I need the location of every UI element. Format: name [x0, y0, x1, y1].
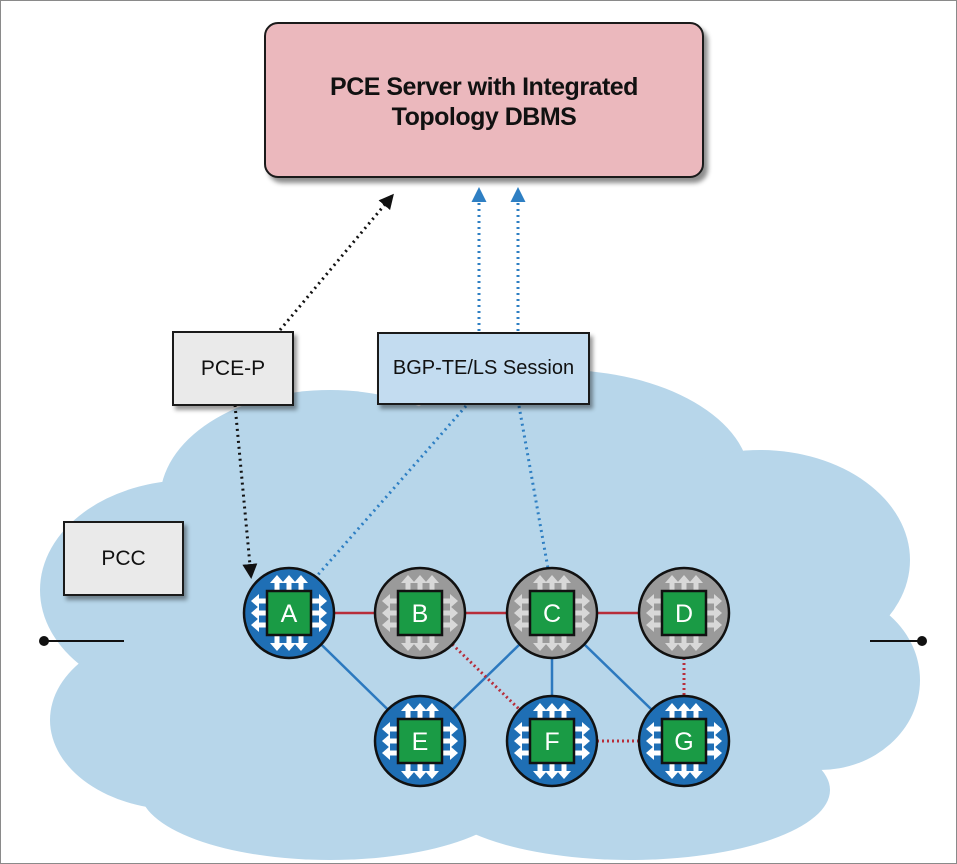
pcc-box: PCC — [63, 521, 184, 596]
router-d: D — [637, 566, 731, 660]
router-a-label: A — [281, 600, 298, 628]
router-c: C — [505, 566, 599, 660]
external-link-right — [870, 636, 927, 646]
pcep-box: PCE-P — [172, 331, 294, 406]
router-f-label: F — [544, 728, 559, 756]
external-link-left — [39, 636, 124, 646]
bgp-to-router-c-link — [517, 405, 551, 575]
router-b-label: B — [412, 600, 429, 628]
bgp-to-router-a-link — [314, 405, 468, 578]
router-e-label: E — [412, 728, 429, 756]
pcep-to-server-arrow — [278, 193, 394, 331]
router-d-label: D — [675, 600, 693, 628]
router-f: F — [505, 694, 599, 788]
router-g-label: G — [674, 728, 693, 756]
router-g: G — [637, 694, 731, 788]
bgp-session-box: BGP-TE/LS Session — [377, 332, 590, 405]
pcep-to-router-a-arrow — [233, 404, 258, 579]
pce-server-box: PCE Server with Integrated Topology DBMS — [264, 22, 704, 178]
routers-layer: A B C D E F G — [242, 566, 731, 788]
network-cloud — [40, 370, 920, 860]
router-c-label: C — [543, 600, 561, 628]
router-b: B — [373, 566, 467, 660]
router-a: A — [242, 566, 336, 660]
router-e: E — [373, 694, 467, 788]
